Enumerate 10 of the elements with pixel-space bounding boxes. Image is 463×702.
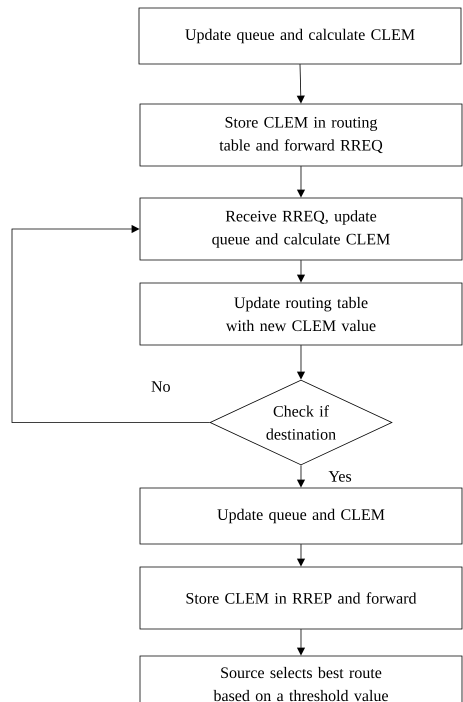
- process-box: Store CLEM in RREP and forward: [140, 566, 462, 630]
- edge-label: No: [150, 380, 172, 393]
- process-box: Update queue and CLEM: [140, 488, 462, 544]
- process-box: Update queue and calculate CLEM: [138, 8, 462, 64]
- process-box: Update routing table with new CLEM value: [140, 282, 462, 346]
- process-box: Store CLEM in routing table and forward RREQ: [140, 104, 462, 166]
- edge-label: Yes: [327, 470, 353, 483]
- process-box: Receive RREQ, update queue and calculate CLEM: [140, 198, 462, 260]
- process-box: Source selects best route based on a threshold value: [140, 656, 462, 702]
- arrow: [12, 224, 210, 423]
